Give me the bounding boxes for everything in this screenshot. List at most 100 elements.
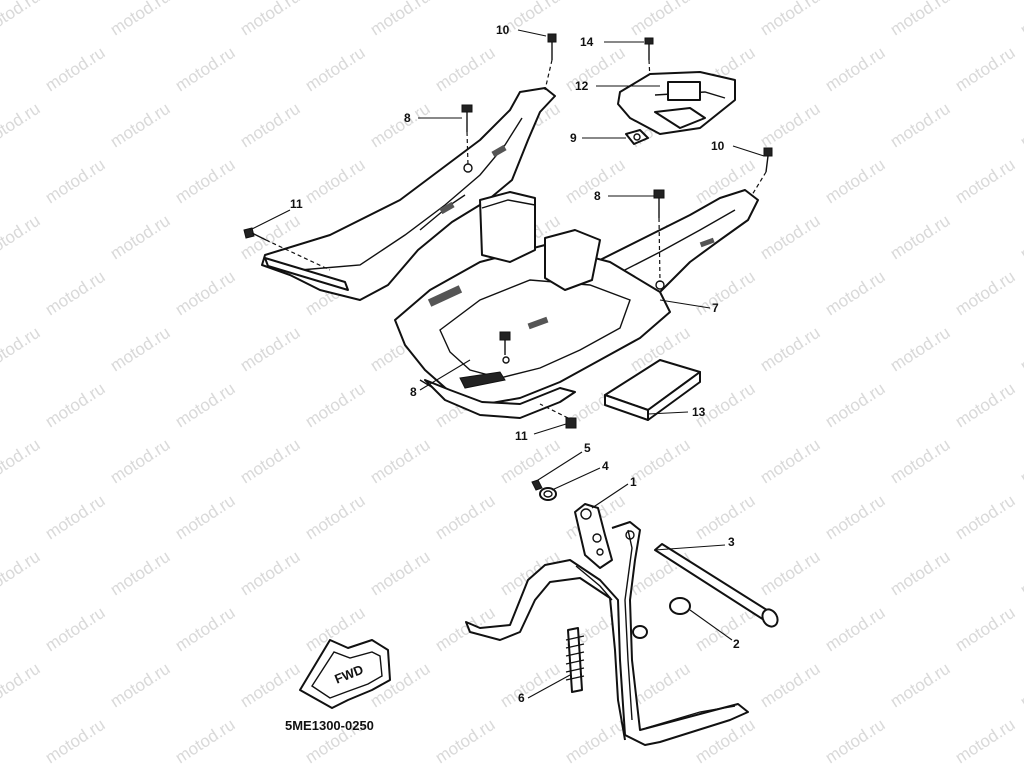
callout-3: 3 [728, 535, 735, 549]
cover-part-12 [617, 71, 736, 135]
nut-part-9 [625, 129, 649, 145]
watermark-text: motod.ru [42, 155, 109, 207]
watermark-text: motod.ru [822, 43, 889, 95]
watermark-text: motod.ru [887, 0, 954, 39]
watermark-text: motod.ru [1017, 0, 1024, 39]
watermark-text: motod.ru [887, 211, 954, 263]
main-stand [465, 521, 749, 746]
watermark-text: motod.ru [1017, 659, 1024, 711]
watermark-text: motod.ru [692, 491, 759, 543]
watermark-text: motod.ru [757, 547, 824, 599]
watermark-text: motod.ru [1017, 211, 1024, 263]
diagram-code: 5ME1300-0250 [285, 718, 374, 733]
watermark-text: motod.ru [757, 659, 824, 711]
watermark-text: motod.ru [42, 603, 109, 655]
watermark-text: motod.ru [237, 547, 304, 599]
watermark-text: motod.ru [0, 323, 43, 375]
shaft-part-3 [654, 543, 779, 628]
watermark-text: motod.ru [432, 43, 499, 95]
watermark-text: motod.ru [172, 267, 239, 319]
watermark-text: motod.ru [822, 155, 889, 207]
leader-lines [249, 29, 765, 699]
watermark-text: motod.ru [757, 99, 824, 151]
fwd-arrow-icon: FWD [299, 639, 391, 709]
watermark-text: motod.ru [302, 43, 369, 95]
watermark-text: motod.ru [757, 0, 824, 39]
watermark-text: motod.ru [757, 211, 824, 263]
bolt-8-center [499, 331, 511, 355]
watermark-text: motod.ru [237, 99, 304, 151]
watermark-text: motod.ru [302, 379, 369, 431]
watermark-text: motod.ru [237, 323, 304, 375]
callout-4: 4 [602, 459, 609, 473]
watermark-text: motod.ru [172, 491, 239, 543]
watermark-text: motod.ru [42, 491, 109, 543]
bolt-5 [531, 479, 543, 491]
callout-8: 8 [594, 189, 601, 203]
watermark-text: motod.ru [172, 155, 239, 207]
callout-11: 11 [290, 197, 303, 211]
watermark-text: motod.ru [822, 491, 889, 543]
watermark-text: motod.ru [952, 267, 1019, 319]
callout-12: 12 [575, 79, 589, 93]
watermark-text: motod.ru [107, 0, 174, 39]
watermark-text: motod.ru [757, 323, 824, 375]
watermark-text: motod.ru [367, 547, 434, 599]
watermark-text: motod.ru [42, 715, 109, 767]
callout-9: 9 [570, 131, 577, 145]
watermark-text: motod.ru [0, 211, 43, 263]
watermark-text: motod.ru [367, 99, 434, 151]
watermark-text: motod.ru [107, 211, 174, 263]
watermark-text: motod.ru [887, 99, 954, 151]
watermark-text: motod.ru [42, 379, 109, 431]
watermark-text: motod.ru [107, 323, 174, 375]
watermark-text: motod.ru [172, 715, 239, 767]
callout-labels: 10 14 12 8 9 10 11 8 7 8 13 11 5 4 1 3 2… [290, 23, 740, 705]
watermark-text: motod.ru [887, 659, 954, 711]
watermark-text: motod.ru [562, 43, 629, 95]
callout-7: 7 [712, 301, 719, 315]
watermark-text: motod.ru [237, 435, 304, 487]
bolt-11-left [243, 227, 331, 271]
watermark-text: motod.ru [1017, 99, 1024, 151]
callout-10: 10 [711, 139, 725, 153]
watermark-text: motod.ru [432, 715, 499, 767]
watermark-text: motod.ru [172, 379, 239, 431]
bushing-part-2 [632, 597, 691, 639]
callout-10: 10 [496, 23, 510, 37]
watermark-text: motod.ru [0, 0, 43, 39]
watermark-text: motod.ru [0, 99, 43, 151]
watermark-text: motod.ru [107, 99, 174, 151]
watermark-text: motod.ru [172, 43, 239, 95]
callout-5: 5 [584, 441, 591, 455]
watermark-text: motod.ru [692, 267, 759, 319]
watermark-text: motod.ru [887, 323, 954, 375]
bolt-11-bottom [539, 403, 577, 429]
callout-2: 2 [733, 637, 740, 651]
callout-11: 11 [515, 429, 528, 443]
watermark-text: motod.ru [952, 491, 1019, 543]
watermark-text: motod.ru [367, 435, 434, 487]
bolt-8-left-top [461, 104, 473, 166]
watermark-text: motod.ru [237, 0, 304, 39]
watermark-text: motod.ru [627, 435, 694, 487]
watermark-text: motod.ru [0, 435, 43, 487]
watermark-text: motod.ru [952, 715, 1019, 767]
watermark-text: motod.ru [822, 603, 889, 655]
watermark-text: motod.ru [952, 603, 1019, 655]
watermark-text: motod.ru [42, 43, 109, 95]
watermark-text: motod.ru [42, 267, 109, 319]
bolt-10-right [751, 147, 773, 196]
callout-8: 8 [404, 111, 411, 125]
callout-8: 8 [410, 385, 417, 399]
collar-part-4 [539, 487, 557, 501]
watermark-text: motod.ru [822, 715, 889, 767]
watermark-text: motod.ru [367, 0, 434, 39]
watermark-text: motod.ru [822, 379, 889, 431]
watermark-text: motod.ru [887, 435, 954, 487]
watermark-text: motod.ru [887, 547, 954, 599]
bolt-10-top [544, 33, 557, 91]
watermark-text: motod.ru [107, 435, 174, 487]
watermark-text: motod.ru [107, 659, 174, 711]
watermark-text: motod.ru [237, 659, 304, 711]
